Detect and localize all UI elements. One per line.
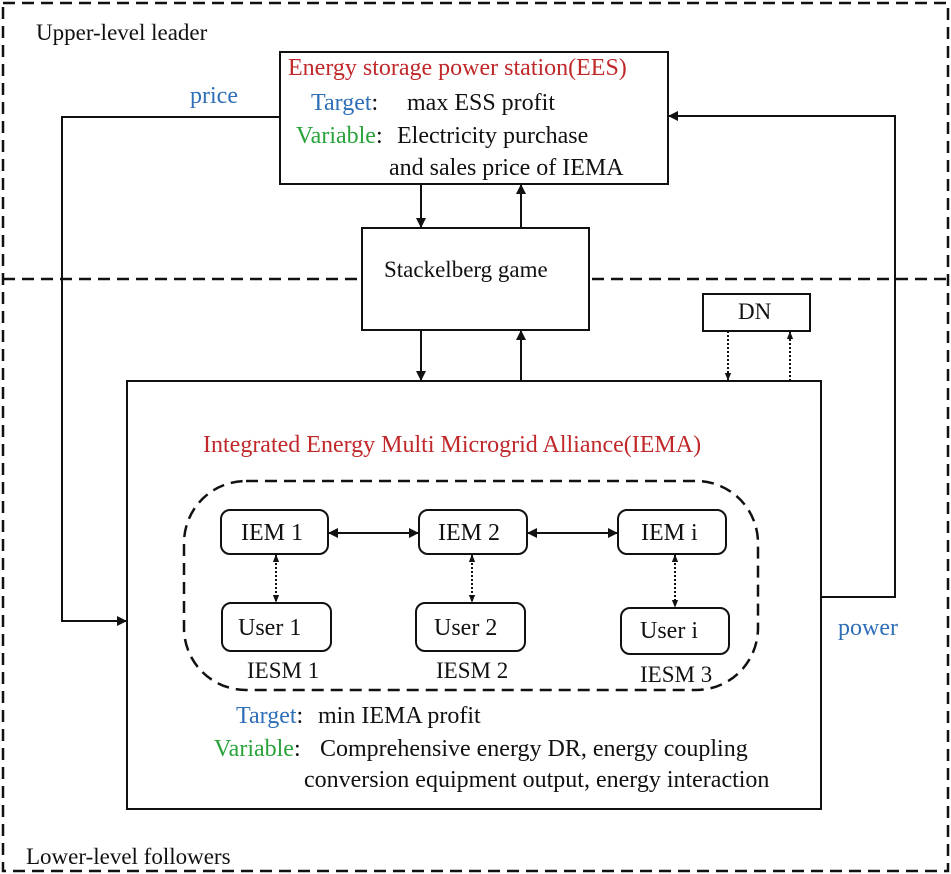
user-node-1-label: User 1	[238, 615, 302, 641]
iema-variable-key: Variable:	[214, 736, 301, 762]
iema-variable-line1: Comprehensive energy DR, energy coupling	[320, 736, 748, 762]
iesm-3-label: IESM 3	[640, 662, 713, 687]
power-flow-arrow	[668, 111, 896, 598]
user-node-2	[415, 602, 526, 652]
iesm-dashed-group	[182, 479, 760, 692]
dn-box	[702, 293, 811, 332]
user-node-2-label: User 2	[434, 615, 498, 641]
ees-title: Energy storage power station(EES)	[288, 55, 627, 81]
iem-node-1-label: IEM 1	[241, 520, 303, 546]
ees-variable-line1: Electricity purchase	[397, 123, 589, 149]
stackelberg-game-box	[361, 227, 590, 331]
dn-label: DN	[738, 299, 772, 324]
user-node-i-label: User i	[640, 618, 698, 644]
ees-variable-line2: and sales price of IEMA	[389, 155, 624, 181]
user-node-i	[620, 607, 730, 655]
stackelberg-game-label: Stackelberg game	[384, 257, 548, 282]
iema-target-key: Target:	[236, 703, 304, 729]
ees-target-key: Target:	[311, 90, 379, 116]
user-node-1	[221, 602, 332, 652]
iema-variable-line2: conversion equipment output, energy inte…	[304, 767, 770, 793]
iesm-1-label: IESM 1	[247, 658, 320, 683]
power-label: power	[838, 615, 898, 641]
iesm-2-label: IESM 2	[436, 658, 509, 683]
iema-title: Integrated Energy Multi Microgrid Allian…	[203, 432, 702, 458]
lower-level-label: Lower-level followers	[26, 844, 231, 869]
ees-variable-key: Variable:	[296, 123, 383, 149]
upper-level-label: Upper-level leader	[36, 20, 208, 45]
iem-node-2-label: IEM 2	[438, 520, 500, 546]
iema-target-value: min IEMA profit	[318, 703, 481, 729]
iem-node-i	[617, 509, 727, 555]
price-label: price	[190, 83, 238, 109]
iem-node-i-label: IEM i	[641, 520, 698, 546]
price-flow-arrow	[61, 116, 280, 626]
ees-target-value: max ESS profit	[407, 90, 555, 116]
